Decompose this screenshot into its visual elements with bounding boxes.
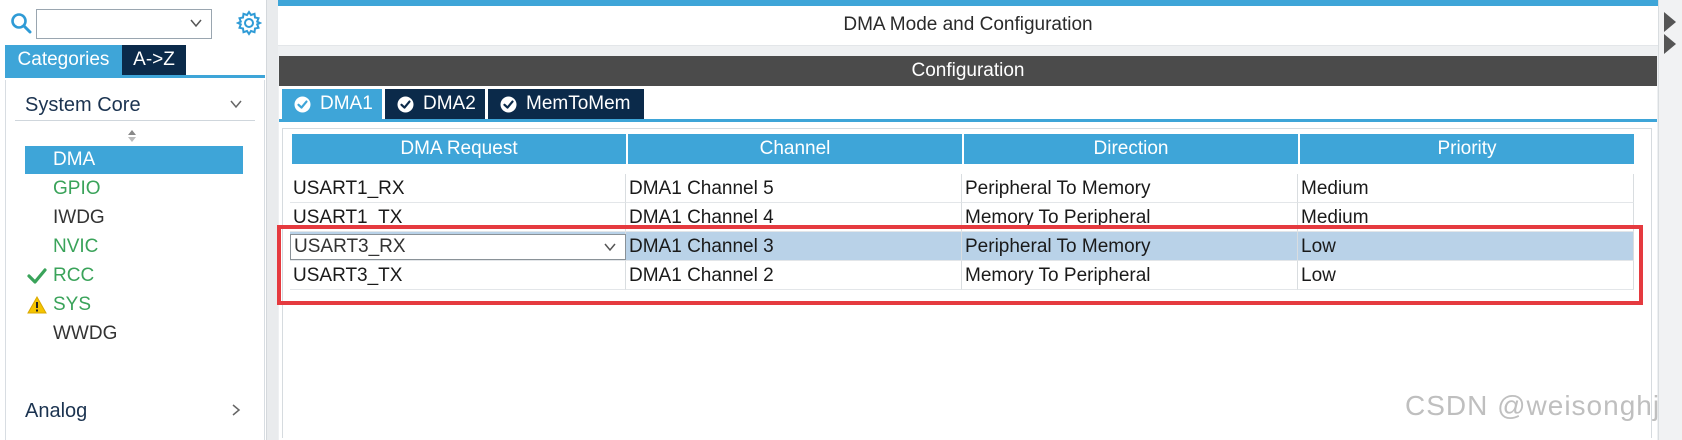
cell-direction[interactable]: Memory To Peripheral — [962, 203, 1298, 232]
watermark: CSDN @weisonghj — [1405, 390, 1661, 421]
category-item-label: SYS — [53, 294, 92, 315]
tab-categories[interactable]: Categories — [5, 45, 122, 75]
cell-dma-request[interactable]: USART1_RX — [290, 174, 626, 203]
sort-icon[interactable] — [127, 130, 137, 142]
cell-direction[interactable]: Peripheral To Memory — [962, 174, 1298, 203]
column-header-channel[interactable]: Channel — [628, 134, 962, 164]
chevron-down-icon[interactable] — [228, 96, 244, 112]
cell-channel[interactable]: DMA1 Channel 2 — [626, 261, 962, 290]
tab-memtomem[interactable]: MemToMem — [488, 89, 644, 119]
check-circle-icon — [294, 96, 311, 113]
column-header-direction[interactable]: Direction — [964, 134, 1298, 164]
warning-icon — [27, 296, 47, 314]
tab-dma2[interactable]: DMA2 — [385, 89, 485, 119]
check-icon — [27, 268, 47, 284]
chevron-down-icon — [604, 243, 616, 252]
column-header-dma-request[interactable]: DMA Request — [292, 134, 626, 164]
category-item-gpio[interactable]: GPIO — [25, 175, 243, 203]
page-title: DMA Mode and Configuration — [278, 6, 1658, 46]
cell-dma-request[interactable]: USART1_TX — [290, 203, 626, 232]
category-item-nvic[interactable]: NVIC — [25, 233, 243, 261]
category-item-label: GPIO — [53, 178, 101, 199]
column-header-priority[interactable]: Priority — [1300, 134, 1634, 164]
panel-splitter[interactable] — [266, 0, 278, 440]
configuration-title: Configuration — [279, 56, 1657, 86]
cell-dma-request[interactable]: USART3_TX — [290, 261, 626, 290]
section-system-core[interactable]: System Core — [25, 94, 141, 116]
tab-label: MemToMem — [526, 93, 631, 114]
dma-request-table — [282, 128, 1652, 438]
dma-request-select-value: USART3_RX — [294, 236, 406, 257]
highlight-annotation — [277, 225, 1643, 305]
cell-direction[interactable]: Peripheral To Memory — [962, 232, 1298, 261]
category-item-label: RCC — [53, 265, 95, 286]
collapse-arrow-icon[interactable] — [1664, 34, 1676, 54]
category-item-label: NVIC — [53, 236, 99, 257]
tab-a-to-z[interactable]: A->Z — [122, 45, 186, 75]
search-icon[interactable] — [10, 12, 32, 34]
cell-priority[interactable]: Medium — [1298, 203, 1634, 232]
chevron-down-icon — [190, 19, 202, 28]
category-list-panel — [5, 80, 265, 440]
category-item-rcc[interactable]: RCC — [25, 262, 243, 290]
tab-dma1[interactable]: DMA1 — [282, 89, 382, 119]
category-item-label: IWDG — [53, 207, 105, 228]
right-scrollbar[interactable] — [1658, 0, 1682, 440]
chevron-right-icon[interactable] — [228, 402, 244, 418]
cell-channel[interactable]: DMA1 Channel 4 — [626, 203, 962, 232]
category-item-label: WWDG — [53, 323, 118, 344]
category-item-label: DMA — [53, 149, 96, 170]
dma-request-select[interactable]: USART3_RX — [290, 234, 626, 260]
section-analog[interactable]: Analog — [25, 400, 88, 422]
category-item-iwdg[interactable]: IWDG — [25, 204, 243, 232]
cell-direction[interactable]: Memory To Peripheral — [962, 261, 1298, 290]
tab-label: DMA1 — [320, 93, 373, 114]
cell-channel[interactable]: DMA1 Channel 3 — [626, 232, 962, 261]
cell-channel[interactable]: DMA1 Channel 5 — [626, 174, 962, 203]
cell-priority[interactable]: Medium — [1298, 174, 1634, 203]
search-dropdown[interactable] — [36, 9, 212, 39]
tabs-underline — [5, 75, 265, 78]
divider — [15, 120, 255, 121]
cell-priority[interactable]: Low — [1298, 261, 1634, 290]
category-item-dma[interactable]: DMA — [25, 146, 243, 174]
tab-label: DMA2 — [423, 93, 476, 114]
check-circle-icon — [500, 96, 517, 113]
category-item-wwdg[interactable]: WWDG — [25, 320, 243, 348]
check-circle-icon — [397, 96, 414, 113]
gear-icon[interactable] — [236, 10, 262, 36]
tabs-underline — [279, 119, 1657, 122]
collapse-arrow-icon[interactable] — [1664, 12, 1676, 32]
top-accent-strip — [278, 0, 1682, 6]
cell-priority[interactable]: Low — [1298, 232, 1634, 261]
category-item-sys[interactable]: SYS — [25, 291, 243, 319]
